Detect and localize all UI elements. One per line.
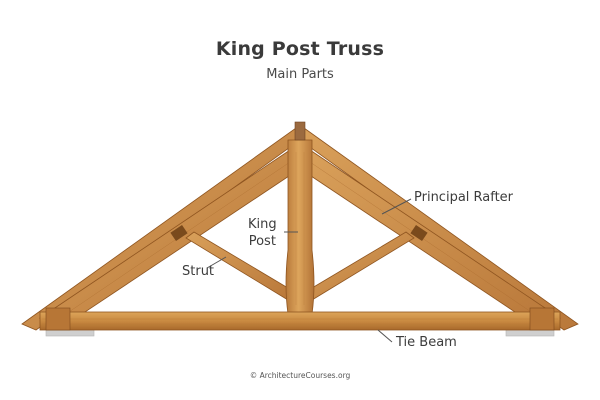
right-purlin-block xyxy=(410,224,428,242)
left-end-block xyxy=(45,307,71,331)
right-principal-rafter xyxy=(307,149,562,323)
king-post xyxy=(285,139,315,315)
tie-beam-leader xyxy=(377,329,393,343)
tie-beam-label: Tie Beam xyxy=(396,335,457,350)
king-post-label-line2: Post xyxy=(248,234,276,249)
diagram-subtitle: Main Parts xyxy=(266,67,334,82)
king-post-tenon xyxy=(294,121,306,141)
right-outer-rafter xyxy=(299,127,579,331)
right-end-block xyxy=(529,307,555,331)
strut-label: Strut xyxy=(182,264,215,279)
principal-rafter-leader xyxy=(381,198,412,215)
principal-rafter-label: Principal Rafter xyxy=(414,190,514,205)
diagram-title: King Post Truss xyxy=(215,38,385,60)
king-post-label-line1: King xyxy=(248,217,277,232)
tie-beam xyxy=(39,311,561,331)
credit-text: © ArchitectureCourses.org xyxy=(249,371,351,380)
left-purlin-block xyxy=(170,224,188,242)
right-strut xyxy=(311,231,415,301)
king-post-label: King Post xyxy=(248,216,277,250)
strut-leader xyxy=(206,256,227,269)
